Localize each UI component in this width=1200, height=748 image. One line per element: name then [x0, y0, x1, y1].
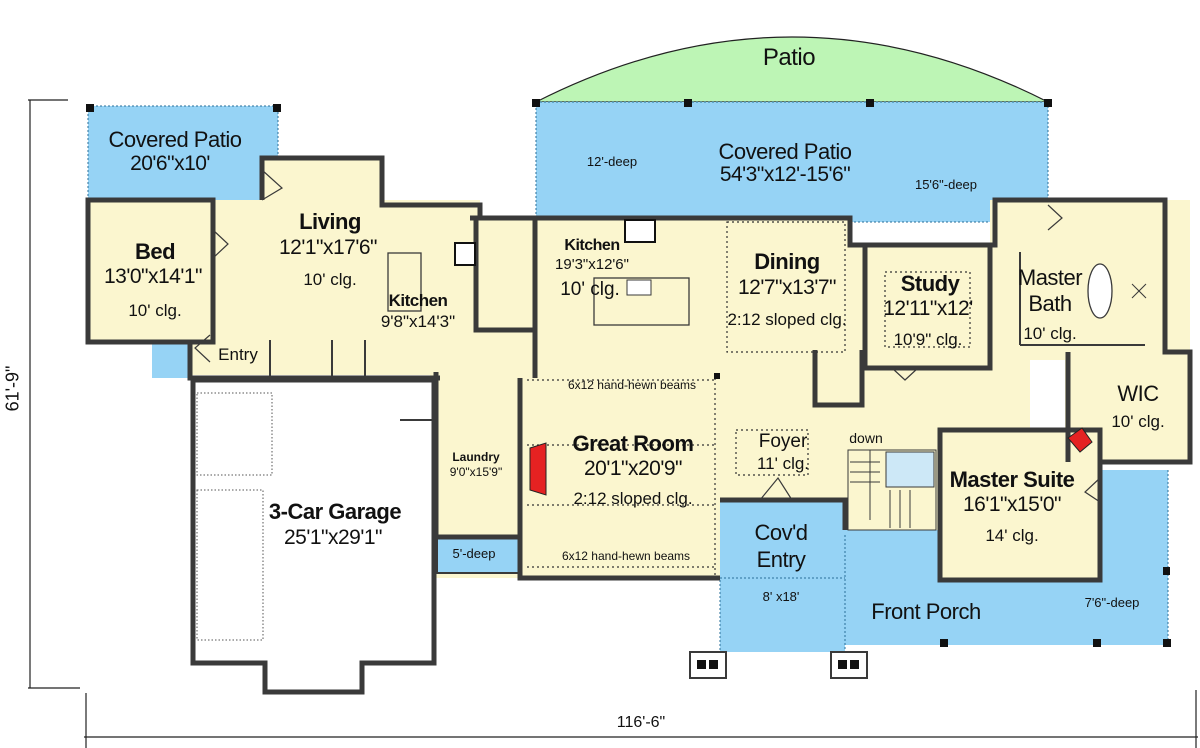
small-porch-note: 5'-deep [452, 546, 496, 561]
master-suite-ceiling: 14' clg. [985, 526, 1039, 545]
patio-area [535, 36, 1049, 103]
partitions [269, 252, 1145, 421]
foyer-name: Foyer [758, 431, 808, 452]
fireplace-great-room [529, 442, 547, 496]
garage-size: 25'1"x29'1" [283, 526, 383, 549]
covered-patio-main [535, 101, 1049, 223]
kitchen-small-size: 9'8"x14'3" [380, 312, 456, 331]
covered-patio-main-note-right: 15'6"-deep [914, 177, 978, 192]
covd-entry-size: 8' x18' [762, 589, 800, 604]
front-porch-note: 7'6"-deep [1084, 595, 1140, 610]
wic-ceiling: 10' clg. [1111, 412, 1165, 431]
master-bath-name-line2: Bath [1028, 291, 1072, 316]
study-ceiling: 10'9" clg. [893, 330, 963, 349]
foyer-ceiling: 11' clg. [756, 454, 810, 473]
covered-patio-left-size: 20'6"x10' [130, 152, 210, 175]
covd-entry-floor [720, 500, 845, 652]
living-size: 12'1"x17'6" [278, 236, 378, 259]
covered-patio-main-note-left: 12'-deep [586, 154, 638, 169]
walls [85, 155, 1193, 583]
dimension-lines [28, 99, 1198, 748]
dining-name: Dining [754, 249, 820, 274]
living-name: Living [299, 209, 361, 234]
kitchen-main-size: 19'3"x12'6" [555, 256, 629, 273]
covered-patio-left [87, 105, 279, 202]
covered-patio-left-name: Covered Patio [108, 127, 242, 152]
laundry-name: Laundry [452, 450, 500, 464]
covered-patio-main-name: Covered Patio [718, 139, 852, 164]
bed-ceiling: 10' clg. [128, 301, 182, 320]
study-name: Study [900, 271, 960, 296]
master-bath-ceiling: 10' clg. [1023, 324, 1077, 343]
wic-name: WIC [1117, 381, 1159, 406]
front-porch-floor [845, 470, 1168, 645]
overall-depth-dimension: 61'-9" [2, 365, 23, 412]
dining-size: 12'7"x13'7" [737, 276, 837, 299]
entry-column-bases [689, 651, 868, 679]
patio-label: Patio [762, 44, 816, 71]
kitchen-main-ceiling: 10' clg. [560, 279, 620, 300]
kitchen-island [593, 277, 690, 326]
study-size: 12'11"x12' [883, 297, 973, 320]
covd-entry-name-line2: Entry [756, 547, 806, 572]
master-bath-name-line1: Master [1017, 265, 1083, 290]
front-porch-name: Front Porch [871, 599, 981, 624]
great-room-beams-top: 6x12 hand-hewn beams [567, 378, 697, 392]
entry-name: Entry [218, 345, 258, 364]
covd-entry-name-line1: Cov'd [754, 520, 808, 545]
stairs-down-label: down [849, 430, 883, 446]
living-ceiling: 10' clg. [303, 270, 357, 289]
kitchen-main-name: Kitchen [564, 237, 620, 254]
great-room-name: Great Room [572, 431, 694, 456]
dining-ceiling: 2:12 sloped clg. [727, 310, 847, 329]
great-room-size: 20'1"x20'9" [583, 457, 683, 480]
kitchen-small-name: Kitchen [388, 291, 448, 310]
bed-size: 13'0"x14'1" [103, 265, 203, 288]
master-suite-size: 16'1"x15'0" [962, 493, 1062, 516]
bathtub [1087, 263, 1113, 319]
master-suite-name: Master Suite [949, 467, 1075, 492]
covered-patio-main-size: 54'3"x12'-15'6" [719, 163, 851, 186]
laundry-size: 9'0"x15'9" [449, 465, 503, 479]
garage-name: 3-Car Garage [268, 499, 402, 524]
great-room-beams-bottom: 6x12 hand-hewn beams [561, 549, 691, 563]
bed-name: Bed [134, 239, 176, 264]
fireplace-master [1067, 427, 1093, 453]
great-room-ceiling: 2:12 sloped clg. [573, 489, 693, 508]
overall-width-dimension: 116'-6" [616, 714, 666, 731]
